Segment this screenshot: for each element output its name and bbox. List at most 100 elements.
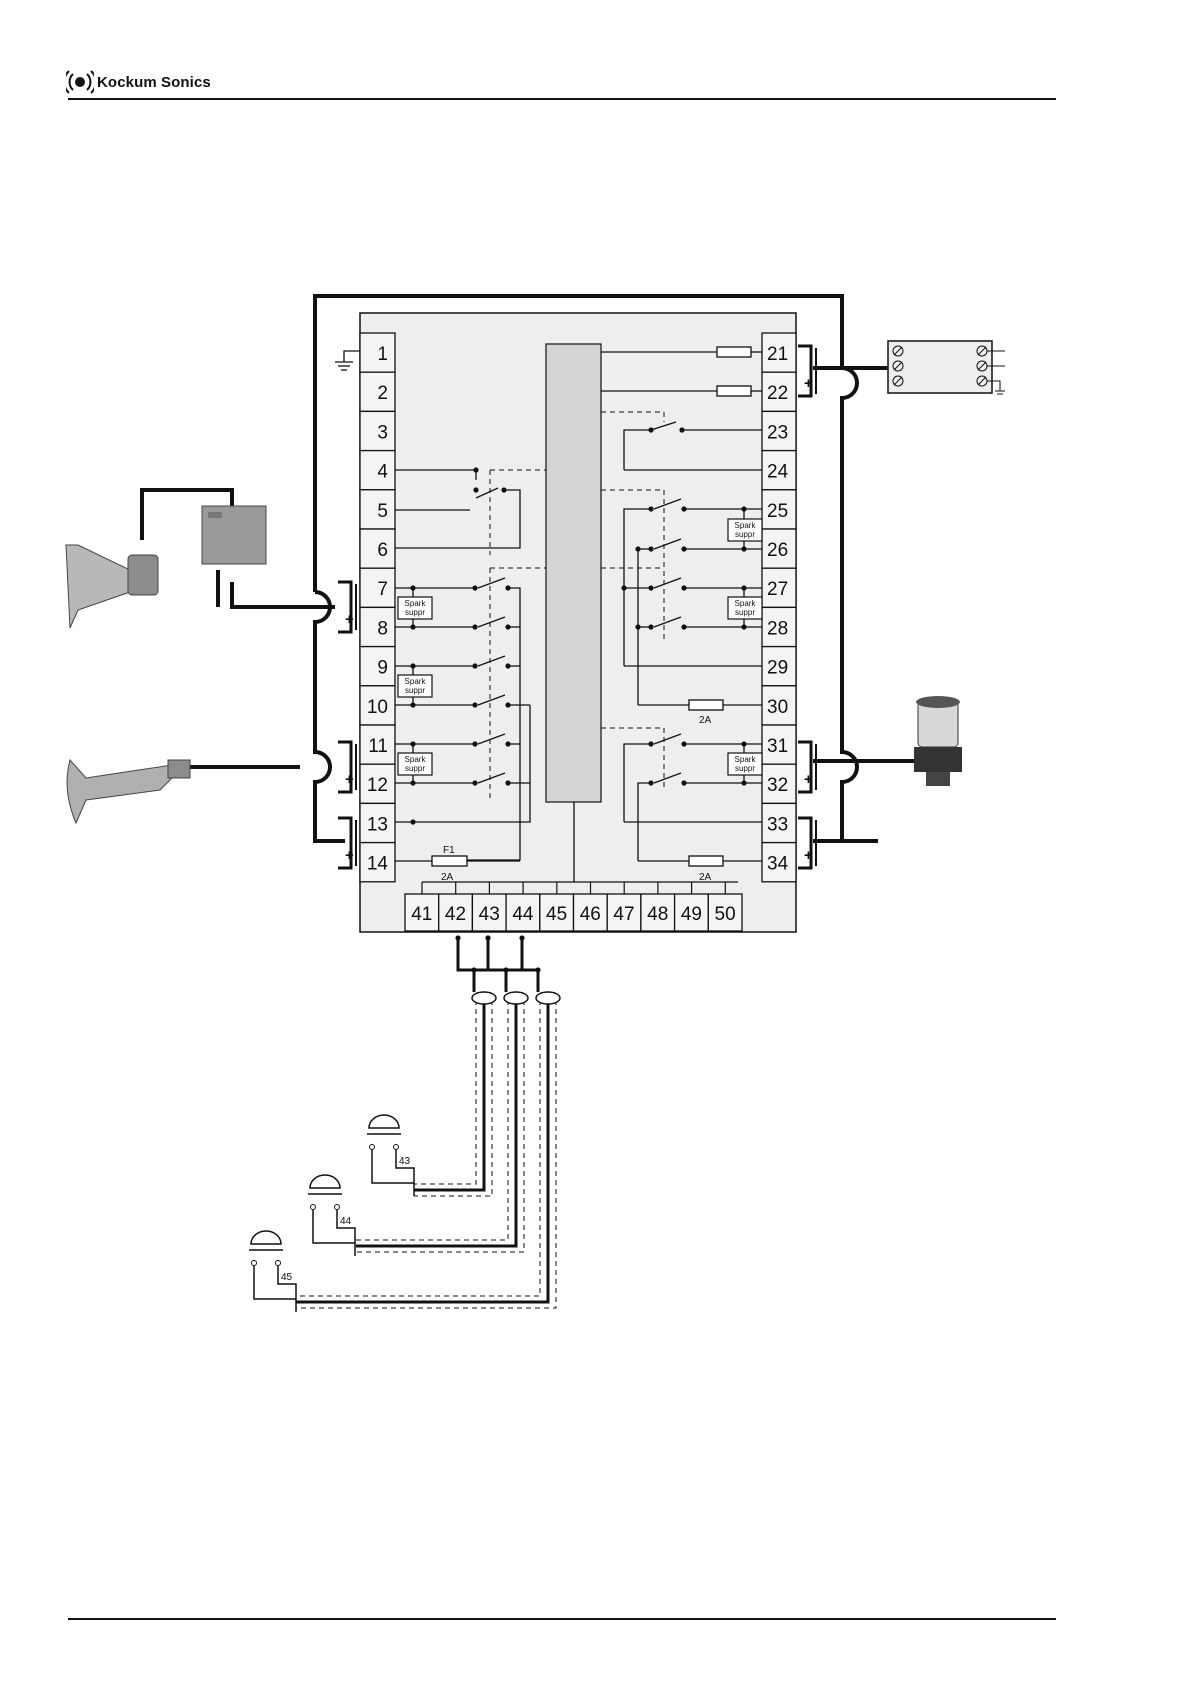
- fuse-30-rating: 2A: [699, 715, 712, 726]
- polarity-mark: +: [345, 611, 354, 628]
- terminal-bottom-label: 45: [546, 904, 567, 925]
- polarity-mark: +: [804, 375, 813, 392]
- ground-icon: [335, 351, 360, 370]
- polarity-mark: +: [804, 847, 813, 864]
- contact-dot: [681, 741, 686, 746]
- contact-dot: [635, 624, 640, 629]
- terminal-bottom-label: 49: [681, 904, 702, 925]
- terminal-right-label: 29: [767, 658, 788, 679]
- terminal-right-label: 24: [767, 462, 789, 483]
- spark-label-top: Spark: [405, 599, 427, 608]
- terminal-bottom-label: 43: [479, 904, 500, 925]
- terminal-left-label: 8: [377, 618, 388, 639]
- spark-label-top: Spark: [735, 521, 757, 530]
- spark-label-top: Spark: [405, 677, 427, 686]
- terminal-right-label: 33: [767, 814, 788, 835]
- beacon-lamp-icon: [914, 696, 962, 786]
- terminal-left-label: 3: [377, 422, 388, 443]
- contact-dot: [505, 741, 510, 746]
- terminal-left-label: 14: [367, 854, 389, 875]
- contact-dot: [681, 780, 686, 785]
- spark-label-bottom: suppr: [405, 686, 425, 695]
- air-horn-icon: [67, 760, 190, 823]
- terminal-bottom-label: 41: [411, 904, 432, 925]
- spark-label-bottom: suppr: [735, 764, 755, 773]
- fuse-f1-name: F1: [443, 845, 455, 856]
- outer-cable-left: [315, 592, 345, 841]
- terminal-right-label: 23: [767, 422, 788, 443]
- horn-speaker-icon: [66, 545, 158, 628]
- spark-label-top: Spark: [405, 755, 427, 764]
- terminal-right-label: 31: [767, 736, 788, 757]
- contact-dot: [505, 585, 510, 590]
- contact-dot: [505, 780, 510, 785]
- terminal-left-label: 13: [367, 814, 388, 835]
- contact-dot: [648, 780, 653, 785]
- contact-dot: [472, 624, 477, 629]
- contact-dot: [501, 487, 506, 492]
- spark-label-top: Spark: [735, 755, 757, 764]
- terminal-bottom-label: 46: [580, 904, 601, 925]
- polarity-mark: +: [804, 771, 813, 788]
- terminal-left-label: 10: [367, 697, 388, 718]
- terminal-bottom-label: 42: [445, 904, 466, 925]
- terminal-left-label: 2: [377, 383, 388, 404]
- contact-dot: [635, 546, 640, 551]
- contact-dot: [472, 663, 477, 668]
- terminal-left-label: 5: [377, 501, 388, 522]
- contact-dot: [505, 663, 510, 668]
- fuse-f1-rating: 2A: [441, 872, 454, 883]
- terminal-left-label: 4: [377, 462, 388, 483]
- contact-dot: [505, 624, 510, 629]
- contact-dot: [741, 624, 746, 629]
- contact-dot: [679, 427, 684, 432]
- terminal-left-label: 7: [377, 579, 388, 600]
- spark-label-bottom: suppr: [735, 530, 755, 539]
- contact-dot: [472, 780, 477, 785]
- terminal-left-label: 12: [367, 775, 388, 796]
- contact-dot: [681, 624, 686, 629]
- contact-dot: [648, 546, 653, 551]
- contact-dot: [410, 741, 415, 746]
- terminal-bottom-label: 47: [613, 904, 634, 925]
- terminal-right-label: 27: [767, 579, 788, 600]
- polarity-mark: +: [345, 771, 354, 788]
- pushbutton-label: 44: [340, 1216, 352, 1227]
- terminal-bottom-label: 48: [647, 904, 668, 925]
- contact-dot: [410, 663, 415, 668]
- fuse-34-rating: 2A: [699, 872, 712, 883]
- pushbutton-label: 45: [281, 1272, 293, 1283]
- spark-suppressor: Sparksuppr: [398, 675, 432, 697]
- terminal-right-label: 21: [767, 344, 788, 365]
- cable-gland: +: [338, 742, 356, 792]
- terminal-block-icon: [888, 341, 1005, 394]
- spark-label-bottom: suppr: [735, 608, 755, 617]
- contact-dot: [741, 585, 746, 590]
- terminal-right-label: 22: [767, 383, 788, 404]
- contact-dot: [741, 546, 746, 551]
- pushbutton-icon: 45: [249, 1231, 296, 1312]
- contact-dot: [648, 741, 653, 746]
- contact-dot: [410, 585, 415, 590]
- contact-dot: [410, 702, 415, 707]
- contact-dot: [648, 506, 653, 511]
- cable-gland: +: [798, 742, 816, 792]
- internal-bus: [546, 344, 601, 802]
- contact-dot: [472, 702, 477, 707]
- terminal-right-label: 26: [767, 540, 788, 561]
- contact-dot: [681, 506, 686, 511]
- terminal-left-label: 1: [377, 344, 388, 365]
- contact-dot: [472, 585, 477, 590]
- contact-dot: [648, 427, 653, 432]
- terminal-right-label: 25: [767, 501, 788, 522]
- contact-dot: [472, 741, 477, 746]
- terminal-right-label: 34: [767, 854, 789, 875]
- spark-suppressor: Sparksuppr: [728, 753, 762, 775]
